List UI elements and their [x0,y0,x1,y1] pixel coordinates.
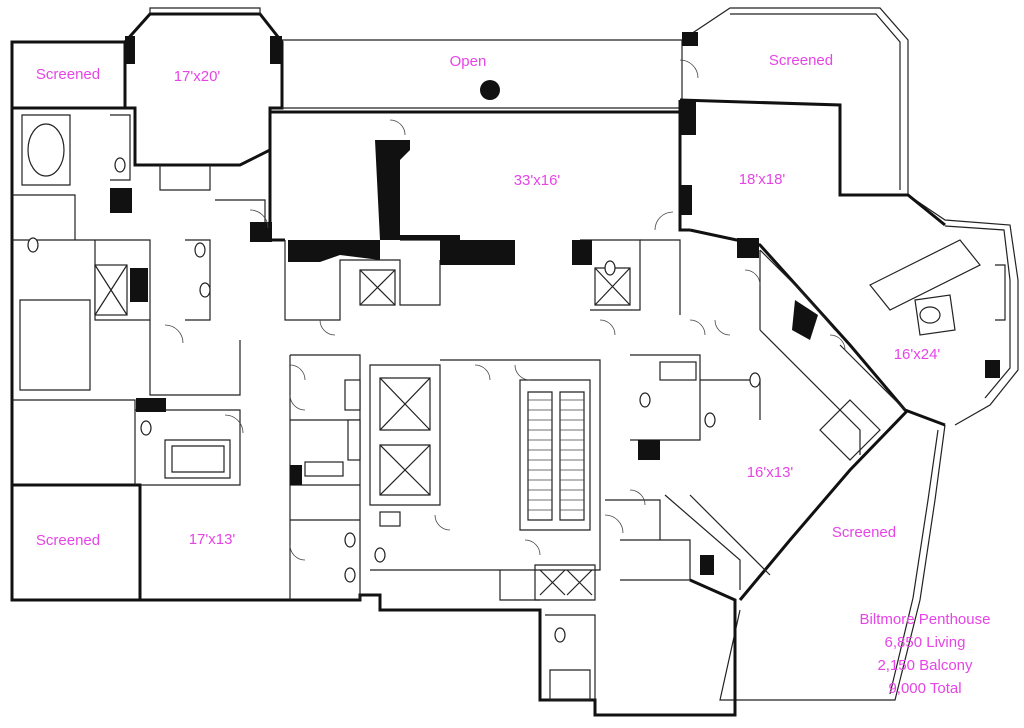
room-label-kitchen-16x24: 16'x24' [894,346,941,363]
room-label-living-33x16: 33'x16' [514,172,561,189]
info-block: Biltmore Penthouse 6,850 Living 2,150 Ba… [860,611,991,697]
room-label-screened-sw: Screened [36,532,100,549]
room-label-open-terrace: Open [450,53,487,70]
room-labels: Screened 17'x20' Open Screened 33'x16' 1… [36,52,941,549]
fixtures [27,157,761,643]
room-label-screened-ne: Screened [769,52,833,69]
door-swings [164,59,846,561]
stair-treads [528,399,584,511]
exterior-walls [10,98,946,717]
room-label-dining-18x18: 18'x18' [739,171,786,188]
info-name: Biltmore Penthouse [860,611,991,628]
room-label-bedroom-17x20: 17'x20' [174,68,221,85]
structural-columns [110,32,1000,575]
info-living: 6,850 Living [885,634,966,651]
info-total: 9,000 Total [888,680,961,697]
room-label-family-16x13: 16'x13' [747,464,794,481]
room-label-bedroom-17x13: 17'x13' [189,531,236,548]
room-label-screened-se: Screened [832,524,896,541]
info-balcony: 2,150 Balcony [877,657,973,674]
room-label-screened-nw: Screened [36,66,100,83]
